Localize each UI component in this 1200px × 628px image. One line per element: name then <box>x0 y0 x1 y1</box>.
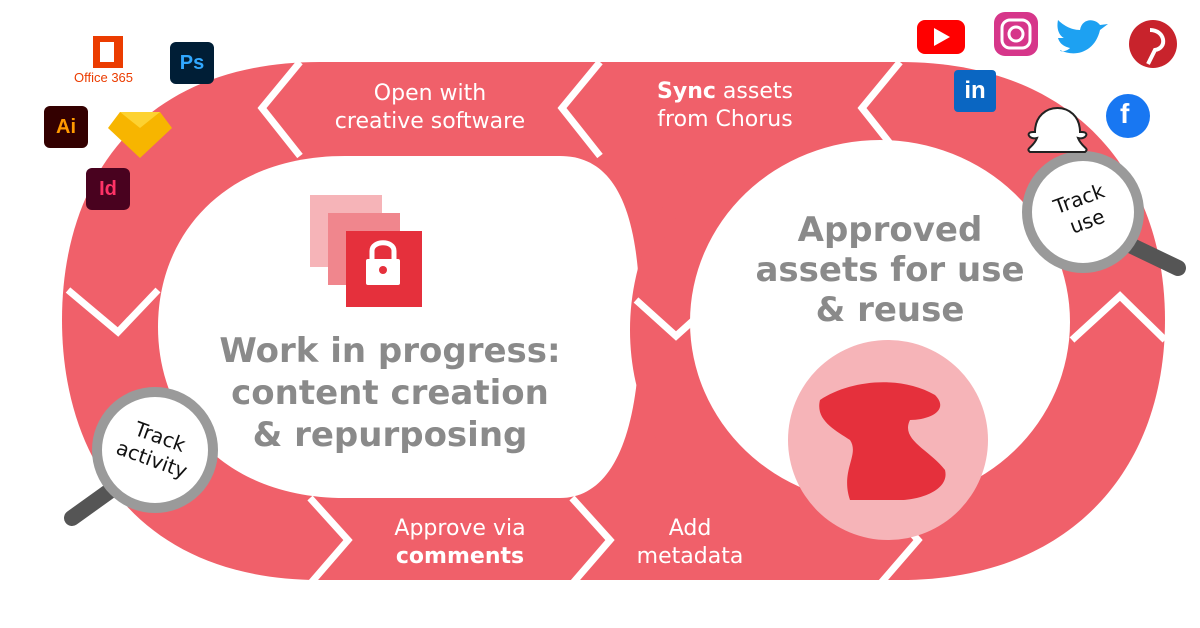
globe-continents <box>819 382 946 500</box>
cross-band <box>630 156 720 498</box>
wip-line2: content creation <box>231 373 549 413</box>
step-metadata-line1: Add <box>668 516 712 541</box>
step-approve: Approve via comments <box>360 515 560 571</box>
facebook-icon <box>1106 94 1150 138</box>
left-hole <box>158 156 640 498</box>
magnifier-lens-activity <box>92 387 218 513</box>
step-sync-bold: Sync <box>657 79 716 104</box>
photoshop-icon: Ps <box>170 42 214 84</box>
step-sync-line2: from Chorus <box>657 107 793 132</box>
approved-line1: Approved <box>797 210 983 250</box>
office-label: Office 365 <box>74 70 134 85</box>
pinterest-icon <box>1129 20 1177 68</box>
step-approve-line1: Approve via <box>394 516 526 541</box>
step-approve-bold: comments <box>395 544 525 569</box>
work-in-progress-text: Work in progress: content creation & rep… <box>210 330 570 456</box>
step-metadata-line2: metadata <box>636 544 744 569</box>
step-open-line2: creative software <box>334 109 526 134</box>
step-metadata: Add metadata <box>620 515 760 571</box>
approved-line2: assets for use <box>755 250 1025 290</box>
linkedin-icon: in <box>954 70 996 112</box>
magnifier-handle-use <box>1122 237 1186 276</box>
wip-line3: & repurposing <box>252 415 528 455</box>
approved-assets-text: Approved assets for use & reuse <box>740 210 1040 330</box>
approved-line3: & reuse <box>815 290 965 330</box>
lock-shackle <box>369 240 397 259</box>
snapchat-icon <box>1027 107 1088 153</box>
sketch-icon <box>108 112 172 158</box>
twitter-icon <box>1057 20 1108 54</box>
step-open-line1: Open with <box>373 81 487 106</box>
magnifier-lens-use <box>1022 151 1144 273</box>
wip-line1: Work in progress: <box>219 331 561 371</box>
illustrator-icon: Ai <box>44 106 88 148</box>
indesign-icon: Id <box>86 168 130 210</box>
chevrons <box>65 59 1168 587</box>
step-sync-assets: Sync assets from Chorus <box>620 78 830 134</box>
facebook-letter: f <box>1120 98 1130 129</box>
step-open-creative: Open with creative software <box>325 80 535 136</box>
step-sync-rest: assets <box>715 79 793 104</box>
